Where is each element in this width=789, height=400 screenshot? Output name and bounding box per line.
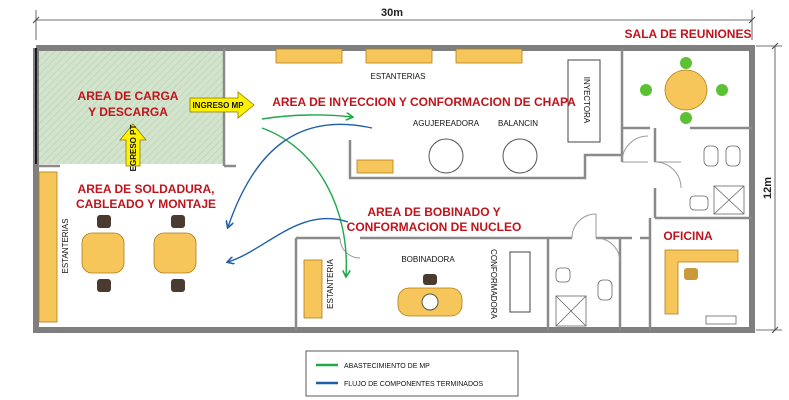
outer-walls (33, 45, 755, 333)
pt-flow-arrow-from-injection (228, 123, 373, 227)
conformadora-label: CONFORMADORA (489, 249, 498, 319)
meeting-table (664, 69, 708, 111)
mp-flow-arrow-injection (261, 115, 352, 119)
balancin-machine (502, 138, 538, 174)
plant (680, 57, 692, 69)
soldadura-title-line1: AREA DE SOLDADURA, (78, 182, 215, 196)
plant (680, 112, 692, 124)
work-table (153, 232, 197, 274)
bobinadora-label: BOBINADORA (401, 255, 455, 264)
chair (171, 279, 185, 292)
mp-flow-arrow-bobinado (261, 127, 346, 276)
office-chair (684, 268, 698, 280)
plant (640, 84, 652, 96)
balancin-label: BALANCIN (498, 119, 538, 128)
chair (97, 279, 111, 292)
legend-label-pt: FLUJO DE COMPONENTES TERMINADOS (344, 381, 483, 388)
pt-flow-arrow-from-bobinado (228, 217, 349, 262)
office-cabinet (705, 315, 737, 325)
chair (423, 274, 437, 285)
agujereadora-label: AGUJEREADORA (413, 119, 480, 128)
egreso-pt-label: EGRESO PT (129, 125, 138, 172)
agujereadora-machine (428, 138, 464, 174)
inyectora-label: INYECTORA (582, 77, 591, 124)
inyectora-machine (567, 59, 601, 143)
workbench-injection (356, 159, 394, 174)
soldadura-title-line2: CABLEADO Y MONTAJE (76, 197, 216, 211)
legend-label-mp: ABASTECIMIENTO DE MP (344, 363, 430, 370)
inyeccion-title: AREA DE INYECCION Y CONFORMACION DE CHAP… (272, 95, 576, 109)
bobinadora-machine (421, 293, 439, 311)
office-desk (664, 249, 739, 315)
pt-flow-arrows (228, 123, 373, 262)
chair (97, 215, 111, 228)
chair (171, 215, 185, 228)
soldadura-workstations (81, 215, 197, 292)
bobinado-title-line1: AREA DE BOBINADO Y (367, 205, 500, 219)
carga-title-line1: AREA DE CARGA (78, 89, 179, 103)
egreso-pt-arrow: EGRESO PT (119, 123, 147, 172)
legend: ABASTECIMIENTO DE MP FLUJO DE COMPONENTE… (305, 350, 519, 397)
door-swings (339, 135, 682, 263)
ingreso-mp-label: INGRESO MP (192, 101, 244, 110)
height-dimension-label: 12m (762, 177, 774, 199)
width-dimension: 30m (32, 7, 756, 40)
top-shelves (275, 48, 523, 64)
sala-reuniones-title: SALA DE REUNIONES (625, 27, 752, 41)
carga-title-line2: Y DESCARGA (88, 105, 168, 119)
left-shelves (38, 171, 58, 323)
legend-box (305, 350, 519, 397)
work-table (81, 232, 125, 274)
meeting-room (640, 57, 728, 124)
width-dimension-label: 30m (381, 7, 403, 19)
interior-walls (38, 48, 752, 330)
plant (716, 84, 728, 96)
mp-flow-arrows (261, 115, 352, 276)
top-shelves-label: ESTANTERIAS (371, 72, 426, 81)
ingreso-mp-arrow: INGRESO MP (189, 91, 255, 119)
left-shelves-label: ESTANTERIAS (61, 219, 70, 274)
oficina-title: OFICINA (663, 229, 713, 243)
restroom-fixtures (555, 145, 745, 327)
office-furniture (664, 249, 739, 325)
estanteria-label: ESTANTERIA (326, 259, 335, 309)
height-dimension: 12m (756, 42, 782, 334)
conformadora-machine (509, 251, 531, 313)
estanteria-shelf (303, 259, 323, 319)
bobinado-title-line2: CONFORMACION DE NUCLEO (347, 220, 522, 234)
